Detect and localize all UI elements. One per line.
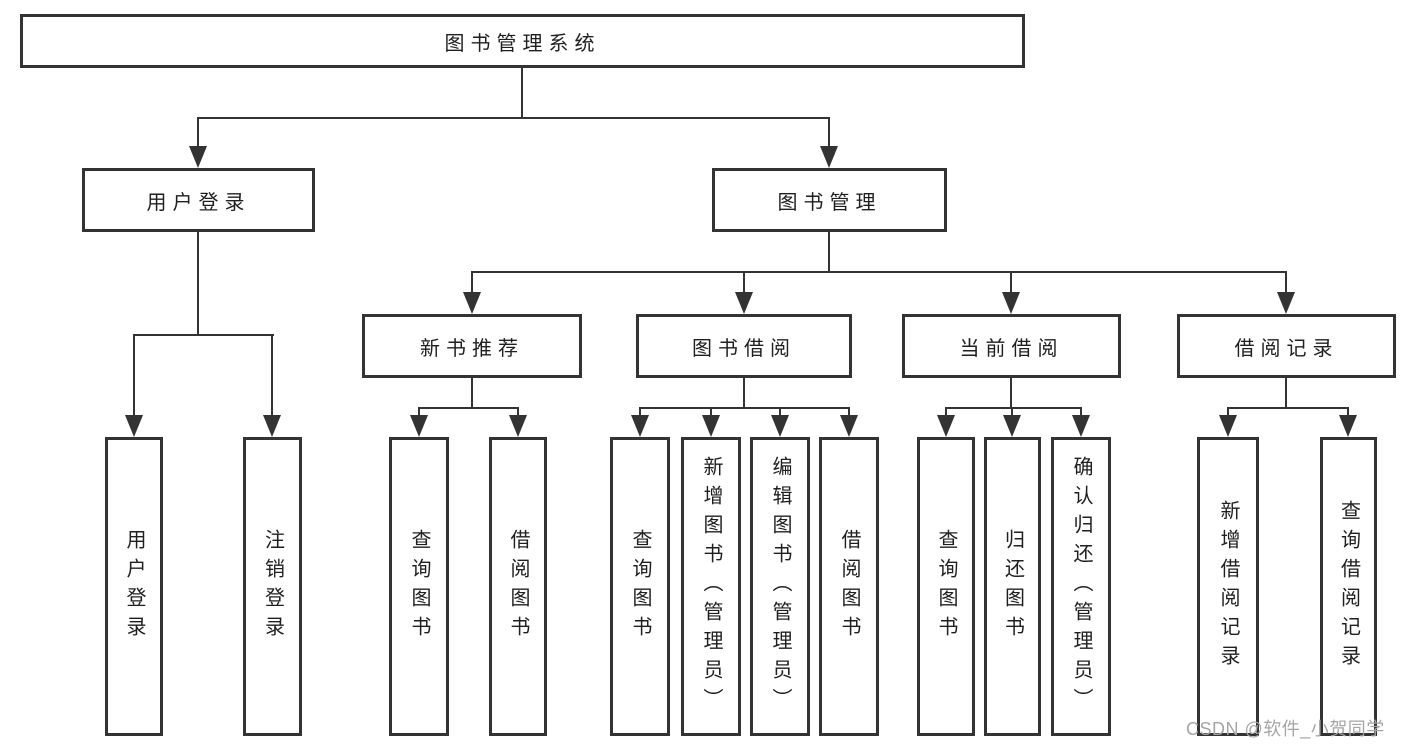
node-book-management: 图书管理	[712, 168, 947, 232]
connector-line	[1011, 407, 1013, 417]
node-current-borrowing-label: 当前借阅	[959, 337, 1064, 360]
connector-line	[1010, 271, 1012, 297]
connector-line	[133, 334, 135, 418]
node-library-system-label: 图书管理系统	[444, 32, 601, 55]
leaf-edit-book-admin: 编辑图书（管理员）	[750, 437, 810, 736]
arrow-down-icon	[820, 146, 838, 168]
leaf-add-borrow-record-label: 新增借阅记录	[1217, 499, 1239, 674]
leaf-query-borrow-record: 查询借阅记录	[1320, 437, 1377, 736]
connector-line	[521, 68, 523, 118]
arrow-down-icon	[1277, 292, 1295, 314]
arrow-down-icon	[702, 415, 720, 437]
leaf-query-books-current: 查询图书	[917, 437, 975, 736]
connector-line	[640, 407, 849, 409]
arrow-down-icon	[937, 415, 955, 437]
leaf-query-books-borrowing-label: 查询图书	[629, 528, 651, 645]
connector-line	[197, 117, 199, 150]
arrow-down-icon	[125, 415, 143, 437]
arrow-down-icon	[1219, 415, 1237, 437]
node-new-book-recommend: 新书推荐	[362, 314, 582, 378]
node-borrowing-records: 借阅记录	[1177, 314, 1396, 378]
connector-line	[1285, 378, 1287, 408]
connector-line	[419, 407, 519, 409]
leaf-return-books-label: 归还图书	[1001, 528, 1024, 645]
connector-line	[1285, 271, 1287, 297]
connector-line	[828, 232, 830, 273]
connector-line	[743, 378, 745, 408]
arrow-down-icon	[1003, 415, 1021, 437]
connector-line	[848, 407, 850, 417]
leaf-logout-label: 注销登录	[261, 528, 284, 645]
connector-line	[197, 232, 199, 336]
node-book-borrowing: 图书借阅	[636, 314, 852, 378]
arrow-down-icon	[1002, 292, 1020, 314]
leaf-borrow-books-label: 借阅图书	[838, 528, 860, 645]
leaf-query-books-recommend-label: 查询图书	[408, 528, 430, 645]
arrow-down-icon	[771, 415, 789, 437]
connector-line	[710, 407, 712, 417]
connector-line	[639, 407, 641, 417]
connector-line	[1080, 407, 1082, 417]
csdn-watermark: CSDN @软件_小贺同学	[1186, 719, 1385, 739]
node-current-borrowing: 当前借阅	[902, 314, 1121, 378]
leaf-borrow-books-recommend: 借阅图书	[489, 437, 547, 736]
connector-line	[133, 334, 274, 336]
leaf-confirm-return-admin-label: 确认归还（管理员）	[1070, 456, 1092, 717]
leaf-borrow-books-recommend-label: 借阅图书	[507, 528, 529, 645]
connector-line	[471, 271, 1287, 273]
node-book-borrowing-label: 图书借阅	[692, 337, 796, 360]
arrow-down-icon	[509, 415, 527, 437]
leaf-user-login-label: 用户登录	[123, 528, 145, 645]
connector-line	[471, 378, 473, 408]
arrow-down-icon	[410, 415, 428, 437]
node-user-login-label: 用户登录	[146, 191, 251, 214]
leaf-query-books-recommend: 查询图书	[389, 437, 449, 736]
leaf-borrow-books: 借阅图书	[819, 437, 879, 736]
arrow-down-icon	[1339, 415, 1357, 437]
leaf-return-books: 归还图书	[984, 437, 1041, 736]
leaf-add-book-admin: 新增图书（管理员）	[681, 437, 741, 736]
node-new-book-recommend-label: 新书推荐	[420, 337, 524, 360]
connector-line	[828, 117, 830, 150]
arrow-down-icon	[1072, 415, 1090, 437]
leaf-confirm-return-admin: 确认归还（管理员）	[1051, 437, 1111, 736]
connector-line	[1228, 407, 1349, 409]
node-user-login: 用户登录	[82, 168, 315, 232]
arrow-down-icon	[463, 292, 481, 314]
arrow-down-icon	[631, 415, 649, 437]
connector-line	[197, 117, 830, 119]
connector-line	[1347, 407, 1349, 417]
node-book-management-label: 图书管理	[777, 191, 882, 214]
leaf-add-borrow-record: 新增借阅记录	[1197, 437, 1259, 736]
connector-line	[418, 407, 420, 417]
leaf-edit-book-admin-label: 编辑图书（管理员）	[769, 456, 791, 717]
arrow-down-icon	[735, 292, 753, 314]
leaf-user-login: 用户登录	[105, 437, 163, 736]
connector-line	[945, 407, 947, 417]
arrow-down-icon	[840, 415, 858, 437]
leaf-add-book-admin-label: 新增图书（管理员）	[700, 456, 722, 717]
connector-line	[1227, 407, 1229, 417]
arrow-down-icon	[263, 415, 281, 437]
connector-line	[517, 407, 519, 417]
connector-line	[946, 407, 1082, 409]
leaf-query-borrow-record-label: 查询借阅记录	[1337, 499, 1360, 674]
connector-line	[779, 407, 781, 417]
node-borrowing-records-label: 借阅记录	[1234, 337, 1339, 360]
node-library-system: 图书管理系统	[20, 14, 1025, 68]
arrow-down-icon	[189, 146, 207, 168]
connector-line	[471, 271, 473, 297]
connector-line	[271, 334, 273, 418]
leaf-query-books-borrowing: 查询图书	[610, 437, 670, 736]
connector-line	[1010, 378, 1012, 408]
leaf-logout: 注销登录	[243, 437, 302, 736]
leaf-query-books-current-label: 查询图书	[935, 528, 957, 645]
connector-line	[743, 271, 745, 297]
